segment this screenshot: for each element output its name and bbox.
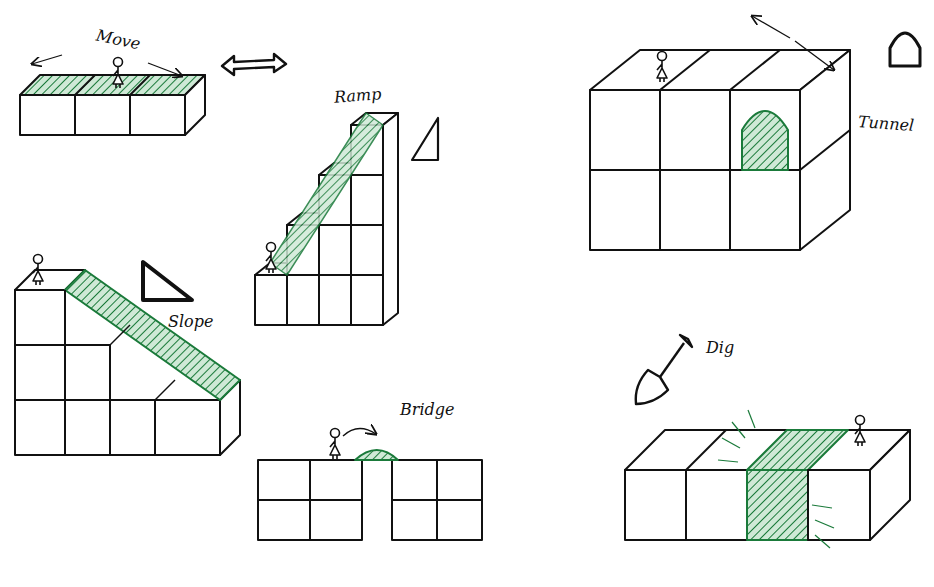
sketch-label: Slope [168,312,213,331]
sketch-label: Move [94,26,142,54]
sketch-label: Ramp [333,84,382,106]
sketch-label: Tunnel [857,112,914,135]
sketch-label: Dig [706,338,734,357]
sketch-label: Bridge [400,400,454,419]
